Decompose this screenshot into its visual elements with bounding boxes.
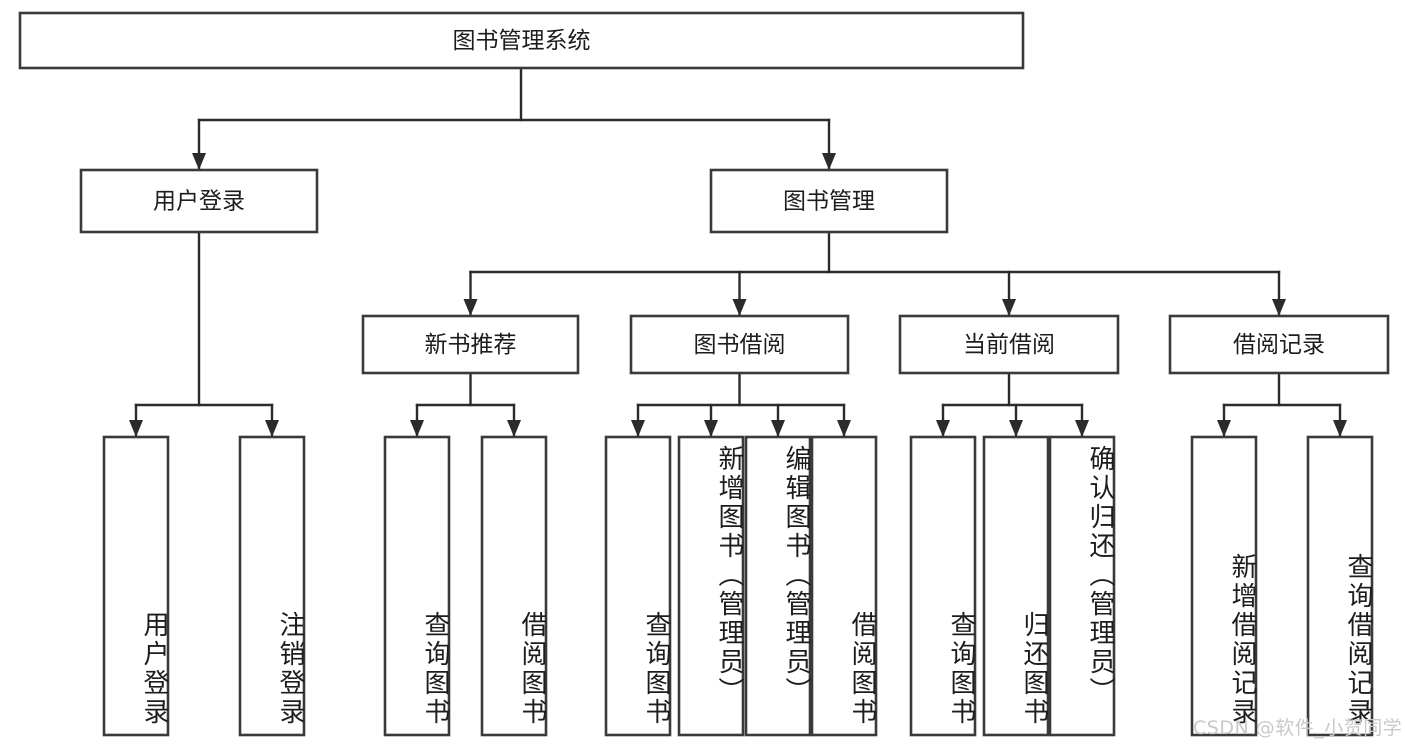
arrow-to-leaf-borrow-book-1 [507, 420, 521, 437]
node-borrow-record[interactable] [1168, 314, 1390, 375]
arrow-to-leaf-edit-book-admin [771, 420, 785, 437]
arrow-to-leaf-query-borrow-record [1333, 420, 1347, 437]
leaf-leaf-query-book-1[interactable] [383, 435, 451, 737]
node-book-management[interactable] [709, 168, 949, 234]
leaf-leaf-borrow-book-2[interactable] [810, 435, 878, 737]
arrow-to-book-management [822, 153, 836, 170]
leaf-leaf-query-borrow-record[interactable] [1306, 435, 1374, 737]
arrow-to-book-borrow [732, 299, 747, 316]
arrow-to-current-borrow [1002, 299, 1016, 316]
node-label-book-management: 图书管理 [783, 189, 875, 215]
node-label-book-borrow: 图书借阅 [694, 332, 786, 358]
arrow-to-leaf-return-book [1009, 420, 1023, 437]
node-label-borrow-record: 借阅记录 [1233, 332, 1325, 358]
arrow-to-leaf-user-login [129, 420, 143, 437]
csdn-watermark: CSDN @软件_小贺同学 [1193, 717, 1403, 739]
leaf-leaf-borrow-book-1[interactable] [480, 435, 548, 737]
box-layer [18, 11, 1390, 737]
connector-layer [129, 66, 1347, 438]
node-new-book-recommend[interactable] [361, 314, 580, 375]
arrow-to-leaf-add-borrow-record [1217, 420, 1231, 437]
leaf-leaf-query-book-2[interactable] [604, 435, 672, 737]
leaf-leaf-logout-login[interactable] [238, 435, 306, 737]
leaf-leaf-query-book-3[interactable] [909, 435, 977, 737]
node-user-login[interactable] [79, 168, 319, 234]
arrow-to-user-login [192, 153, 206, 170]
node-book-borrow[interactable] [629, 314, 850, 375]
arrow-to-borrow-record [1272, 299, 1286, 316]
leaf-leaf-add-borrow-record[interactable] [1190, 435, 1258, 737]
arrow-to-new-book-recommend [463, 299, 478, 316]
node-root[interactable] [18, 11, 1025, 70]
arrow-to-leaf-query-book-3 [936, 420, 950, 437]
leaf-leaf-confirm-return-admin[interactable] [1048, 435, 1116, 737]
leaf-leaf-return-book[interactable] [982, 435, 1050, 737]
arrow-to-leaf-borrow-book-2 [837, 420, 851, 437]
node-label-new-book-recommend: 新书推荐 [425, 332, 517, 358]
leaf-leaf-add-book-admin[interactable] [677, 435, 745, 737]
arrow-to-leaf-query-book-1 [410, 420, 424, 437]
leaf-leaf-edit-book-admin[interactable] [744, 435, 812, 737]
leaf-leaf-user-login[interactable] [102, 435, 170, 737]
arrow-to-leaf-confirm-return-admin [1075, 420, 1089, 437]
node-current-borrow[interactable] [898, 314, 1120, 375]
arrow-to-leaf-add-book-admin [704, 420, 718, 437]
node-label-root: 图书管理系统 [453, 28, 591, 54]
node-label-user-login: 用户登录 [153, 189, 245, 215]
arrow-to-leaf-logout-login [265, 420, 279, 437]
node-label-current-borrow: 当前借阅 [963, 332, 1055, 358]
arrow-to-leaf-query-book-2 [631, 420, 645, 437]
